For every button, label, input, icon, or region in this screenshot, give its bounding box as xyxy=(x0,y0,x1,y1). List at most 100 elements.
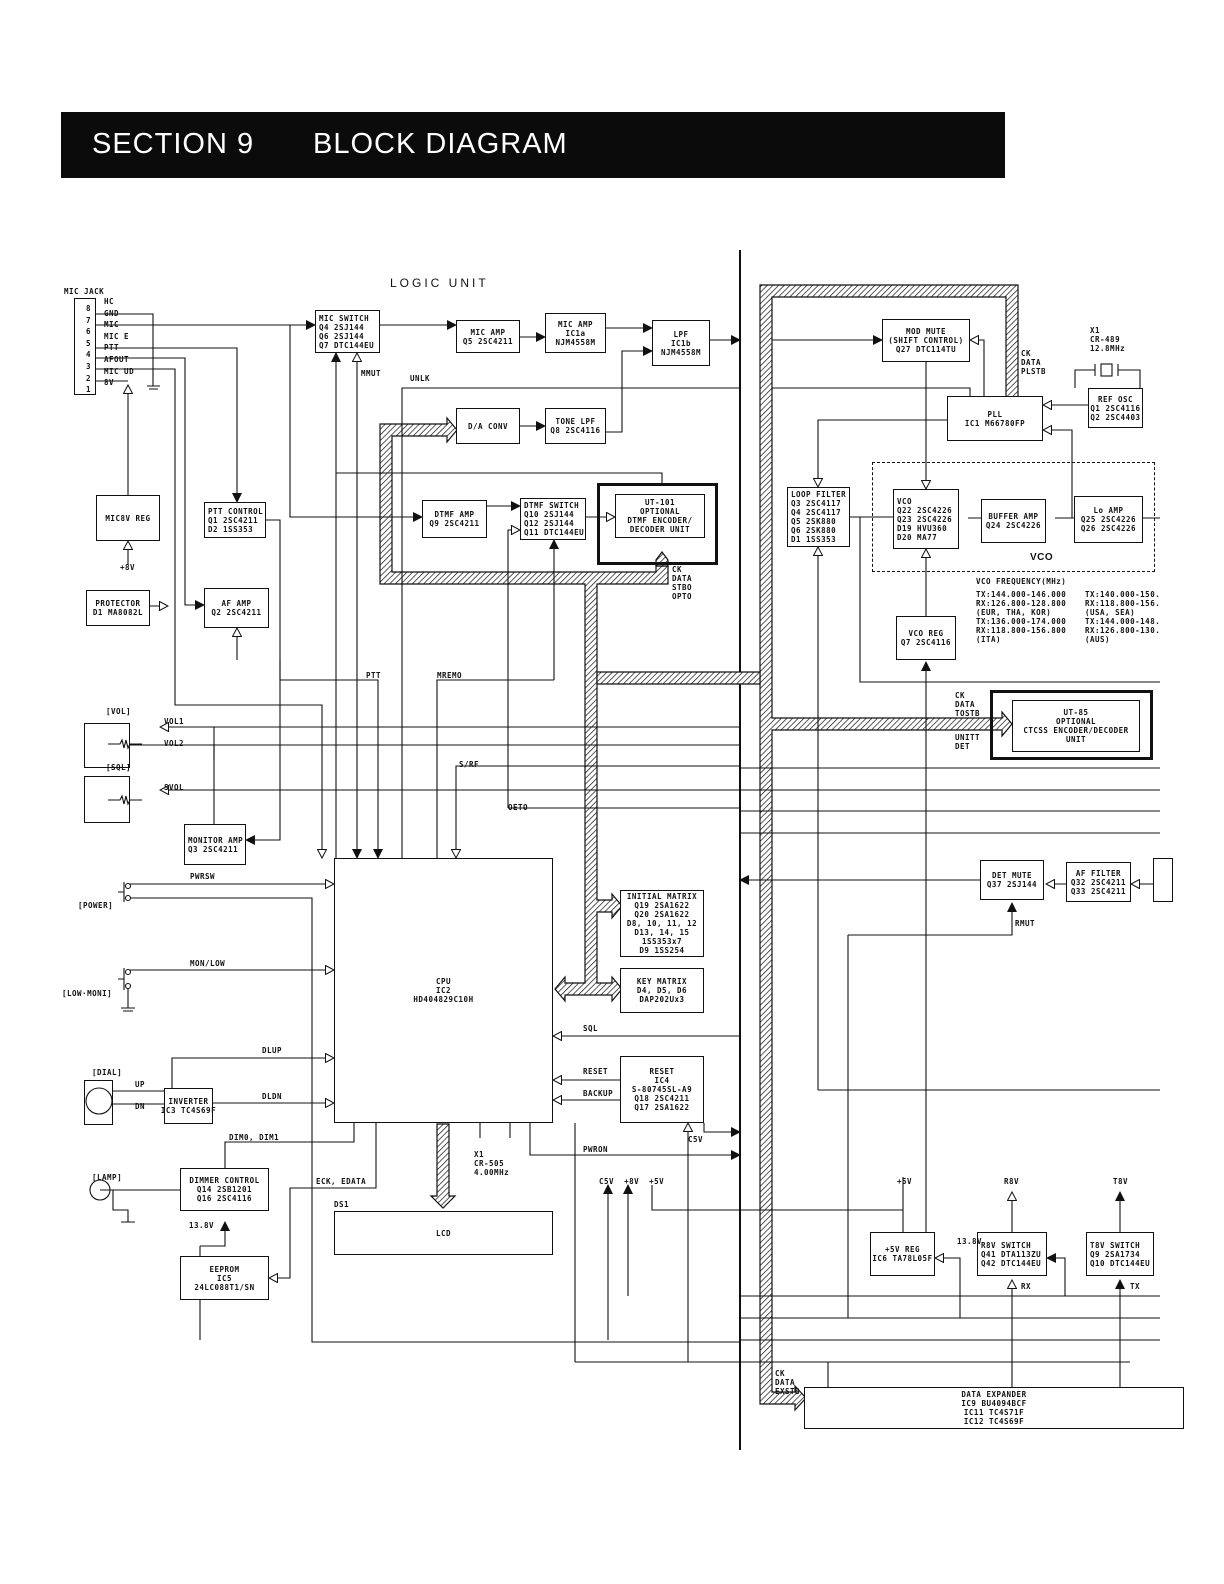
vol1-label: VOL1 xyxy=(164,717,185,726)
block-text-line: Q8 2SC4116 xyxy=(550,426,601,435)
dial-label: [DIAL] xyxy=(92,1068,123,1077)
backup-label: BACKUP xyxy=(583,1089,614,1098)
section-number: SECTION 9 xyxy=(92,128,255,160)
mic-jack-label: MIC JACK xyxy=(64,287,105,296)
switches-and-grounds xyxy=(85,363,1119,1223)
block-text-line: S-80745SL-A9 xyxy=(631,1085,693,1094)
block-text-line: D/A CONV xyxy=(467,421,509,431)
v138-a-label: 13.8V xyxy=(189,1221,215,1230)
block-text-line: +5V REG xyxy=(884,1245,921,1254)
block-text-line: RESET xyxy=(649,1067,675,1076)
block-text-line: TONE LPF xyxy=(555,417,596,426)
dial-box-block xyxy=(84,1080,113,1125)
block-text-line: IC1b xyxy=(670,338,692,348)
block-text-line: Q19 2SA1622 xyxy=(634,901,690,910)
block-text-line: AF FILTER xyxy=(1075,868,1122,878)
block-text-line: Q32 2SC4211 xyxy=(1070,877,1127,887)
block-text-line: Q4 2SJ144 xyxy=(319,322,365,332)
block-text-line: D19 HVU360 xyxy=(897,523,948,533)
block-text-line: IC12 TC4S69F xyxy=(963,1417,1025,1426)
logic-unit-label: LOGIC UNIT xyxy=(390,276,489,290)
unitt-det-label: UNITT DET xyxy=(955,733,981,751)
c5v-label: C5V xyxy=(688,1135,704,1144)
block-text-line: DAP202Ux3 xyxy=(639,995,685,1004)
block-text-line: Q2 2SC4211 xyxy=(211,608,262,617)
block-text-line: DECODER UNIT xyxy=(629,525,691,534)
sql-knob-block xyxy=(84,776,130,823)
svol-label: SVOL xyxy=(164,783,185,792)
block-text-line: DTMF ENCODER/ xyxy=(627,516,693,525)
block-text-line: Q33 2SC4211 xyxy=(1070,886,1127,896)
srf-label: S/RF xyxy=(459,760,480,769)
low-mon-label: [LOW·MONI] xyxy=(62,989,113,998)
block-text-line: Q7 DTC144EU xyxy=(319,340,375,350)
block-text-line: VCO REG xyxy=(908,629,944,638)
rails-label: C5V +8V +5V xyxy=(599,1177,665,1186)
vol-label: [VOL] xyxy=(106,707,132,716)
block-text-line: Q11 DTC144EU xyxy=(524,528,585,537)
block-text-line: NJM4558M xyxy=(555,337,596,347)
block-text-line: KEY MATRIX xyxy=(636,977,688,986)
vol-knob-block xyxy=(84,723,130,768)
block-text-line: MONITOR AMP xyxy=(188,835,244,845)
pwrsw-label: PWRSW xyxy=(190,872,216,881)
unlk-label: UNLK xyxy=(410,374,431,383)
block-text-line: D20 MA77 xyxy=(897,532,938,542)
signal-wires xyxy=(96,313,1160,1387)
block-text-line: Q20 2SA1622 xyxy=(634,910,690,919)
plus8v-a-label: +8V xyxy=(120,563,136,572)
block-text-line: Q18 2SC4211 xyxy=(634,1094,690,1103)
power-label: [POWER] xyxy=(78,901,114,910)
block-text-line: IC2 xyxy=(435,986,452,995)
x1-cpu-label: X1 CR-505 4.00MHz xyxy=(474,1150,510,1177)
block-text-line: NJM4558M xyxy=(660,347,702,357)
ptt-label: PTT xyxy=(366,671,382,680)
rmut-label: RMUT xyxy=(1015,919,1036,928)
block-text-line: CPU xyxy=(435,977,452,986)
ck-tostb-label: CK DATA TOSTB xyxy=(955,691,981,718)
block-text-line: EEPROM xyxy=(209,1264,240,1274)
block-text-line: D2 1SS353 xyxy=(208,524,254,534)
block-text-line: IC4 xyxy=(654,1076,670,1085)
block-text-line: Q1 2SC4116 xyxy=(1090,403,1141,413)
block-text-line: LPF xyxy=(673,329,689,339)
block-text-line: UT-85 xyxy=(1063,708,1089,717)
t8v-label: T8V xyxy=(1113,1177,1129,1186)
block-text-line: Q4 2SC4117 xyxy=(791,508,842,517)
block-text-line: Q9 2SA1734 xyxy=(1090,1249,1141,1259)
block-text-line: LOOP FILTER xyxy=(791,490,847,499)
block-text-line: AF AMP xyxy=(221,599,252,608)
af-partial-block xyxy=(1153,858,1173,902)
block-text-line: Q24 2SC4226 xyxy=(985,521,1042,530)
block-text-line: D9 1SS254 xyxy=(639,946,685,955)
block-text-line: Q17 2SA1622 xyxy=(634,1103,690,1112)
pin-numbers-label: 8 7 6 5 4 3 2 1 xyxy=(86,304,92,395)
vol2-label: VOL2 xyxy=(164,739,185,748)
block-text-line: Q6 2SJ144 xyxy=(319,331,365,341)
up-label: UP xyxy=(135,1080,146,1089)
lcd-block: LCD xyxy=(334,1211,553,1255)
ds1-label: DS1 xyxy=(334,1200,350,1209)
block-text-line: T8V SWITCH xyxy=(1090,1240,1141,1250)
block-text-line: (SHIFT CONTROL) xyxy=(888,336,964,345)
eck-label: ECK, EDATA xyxy=(316,1177,367,1186)
block-text-line: DTMF AMP xyxy=(434,510,475,519)
block-text-line: IC9 BU4094BCF xyxy=(961,1399,1027,1408)
block-text-line: DET MUTE xyxy=(991,871,1033,880)
block-text-line: Q9 2SC4211 xyxy=(429,519,480,528)
